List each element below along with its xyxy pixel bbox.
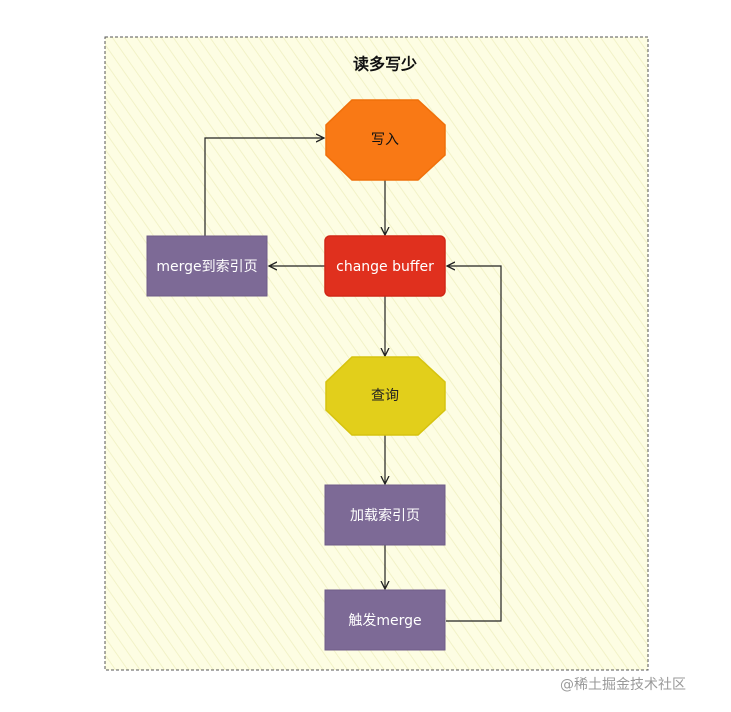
node-merge-to-index-label: merge到索引页 (156, 258, 257, 275)
node-trigger-merge-label: 触发merge (348, 613, 421, 629)
arrow-merge-to-write (204, 138, 324, 236)
node-trigger-merge: 触发merge (324, 589, 446, 651)
diagram-title: 读多写少 (353, 55, 417, 74)
node-write: 写入 (325, 99, 446, 181)
arrow-trigger-merge-to-change-buffer (446, 266, 502, 622)
node-change-buffer-label: change buffer (336, 259, 434, 275)
node-write-label: 写入 (371, 132, 399, 148)
node-change-buffer: change buffer (324, 235, 446, 297)
node-query: 查询 (325, 356, 446, 436)
connectors (204, 138, 502, 622)
node-merge-to-index: merge到索引页 (146, 235, 268, 297)
node-load-index-label: 加载索引页 (350, 507, 420, 524)
watermark: @稀土掘金技术社区 (560, 677, 686, 693)
node-query-label: 查询 (371, 388, 399, 404)
node-load-index: 加载索引页 (324, 484, 446, 546)
